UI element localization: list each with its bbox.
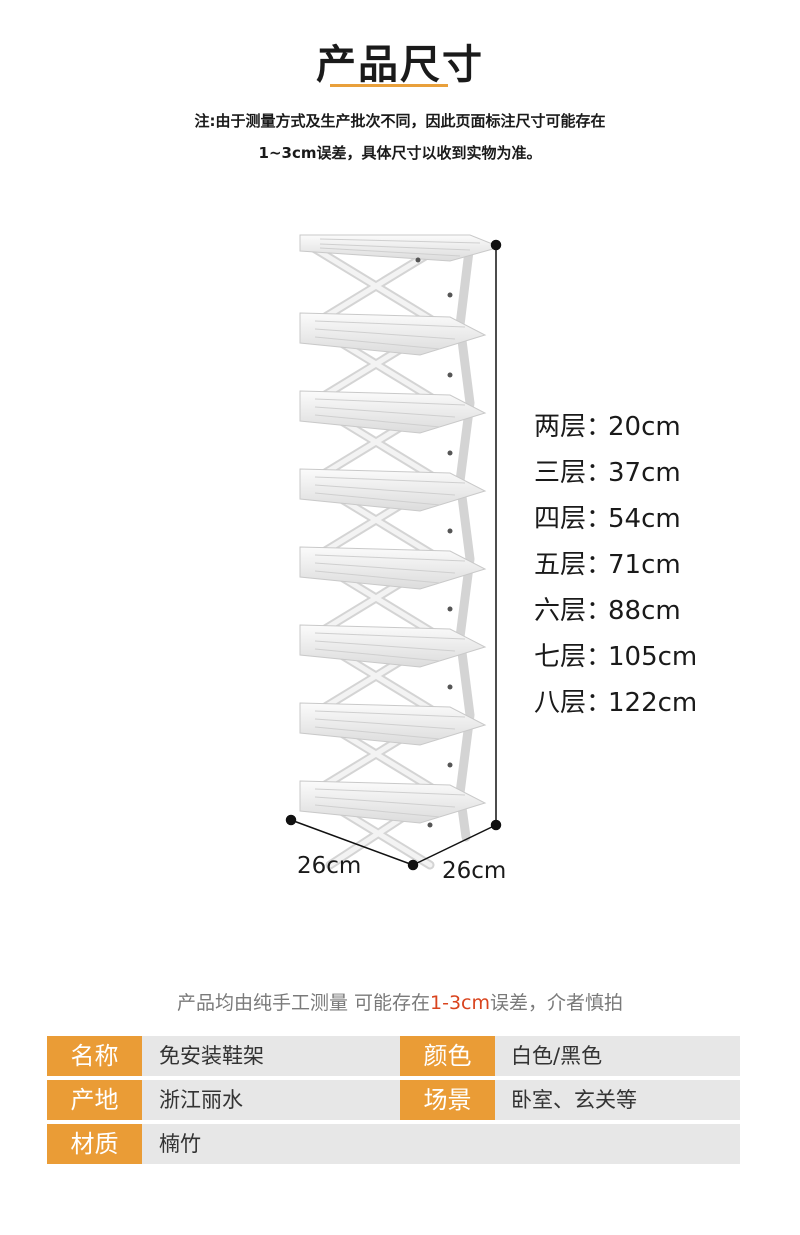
height-row-3-tier: 三层：37cm (500, 454, 697, 500)
height-row-4-tier: 四层：54cm (500, 500, 697, 546)
height-dimension-list: 两层：20cm 三层：37cm 四层：54cm 五层：71cm 六层：88cm … (500, 408, 697, 730)
tier-label: 五层 (533, 550, 586, 580)
tier-label: 四层 (533, 504, 586, 534)
tier-label: 两层 (533, 412, 586, 442)
height-row-6-tier: 六层：88cm (500, 592, 697, 638)
tier-height: 54cm (608, 504, 681, 534)
page-title: 产品尺寸 (316, 42, 484, 88)
shoe-rack-drawing (285, 234, 502, 871)
title-underline (330, 84, 448, 87)
tier-height: 105cm (608, 642, 698, 672)
spec-value-color: 白色/黑色 (511, 1044, 603, 1068)
height-row-8-tier: 八层：122cm (500, 684, 697, 730)
product-spec-table: 名称 免安装鞋架 颜色 白色/黑色 产地 浙江丽水 场景 卧室、玄关等 材质 楠… (47, 1036, 740, 1168)
tier-height: 71cm (608, 550, 681, 580)
spec-row: 名称 免安装鞋架 颜色 白色/黑色 (47, 1036, 740, 1076)
measurement-note-line1: 注:由于测量方式及生产批次不同，因此页面标注尺寸可能存在 (194, 112, 606, 130)
tier-label: 七层 (533, 642, 586, 672)
spec-value-material: 楠竹 (159, 1132, 201, 1156)
tier-height: 122cm (608, 688, 698, 718)
tier-label: 六层 (533, 596, 586, 626)
depth-dimension-label: 26cm (442, 858, 507, 884)
disclaimer-prefix: 产品均由纯手工测量 可能存在 (176, 992, 431, 1014)
spec-row: 产地 浙江丽水 场景 卧室、玄关等 (47, 1080, 740, 1120)
disclaimer-highlight: 1-3cm (430, 992, 491, 1014)
disclaimer-suffix: 误差，介者慎拍 (490, 992, 624, 1014)
height-row-2-tier: 两层：20cm (500, 408, 697, 454)
spec-label-color: 颜色 (400, 1036, 495, 1076)
spec-value-origin: 浙江丽水 (159, 1088, 243, 1112)
width-dimension-label: 26cm (297, 853, 362, 879)
tier-height: 37cm (608, 458, 681, 488)
height-row-5-tier: 五层：71cm (500, 546, 697, 592)
measurement-disclaimer: 产品均由纯手工测量 可能存在1-3cm误差，介者慎拍 (0, 988, 800, 1015)
measurement-note-line2: 1~3cm误差，具体尺寸以收到实物为准。 (258, 144, 542, 162)
spec-label-origin: 产地 (47, 1080, 142, 1120)
dimension-lines (285, 239, 502, 871)
spec-label-scene: 场景 (400, 1080, 495, 1120)
shoe-rack-illustration (270, 225, 510, 879)
spec-row: 材质 楠竹 (47, 1124, 740, 1164)
spec-value-scene: 卧室、玄关等 (511, 1088, 637, 1112)
spec-value-name: 免安装鞋架 (159, 1044, 264, 1068)
spec-label-name: 名称 (47, 1036, 142, 1076)
tier-height: 20cm (608, 412, 681, 442)
tier-label: 三层 (533, 458, 586, 488)
tier-label: 八层 (533, 688, 586, 718)
spec-label-material: 材质 (47, 1124, 142, 1164)
rack-hinge-dots (415, 257, 453, 828)
rack-shelves (299, 234, 502, 824)
tier-height: 88cm (608, 596, 681, 626)
height-row-7-tier: 七层：105cm (500, 638, 697, 684)
